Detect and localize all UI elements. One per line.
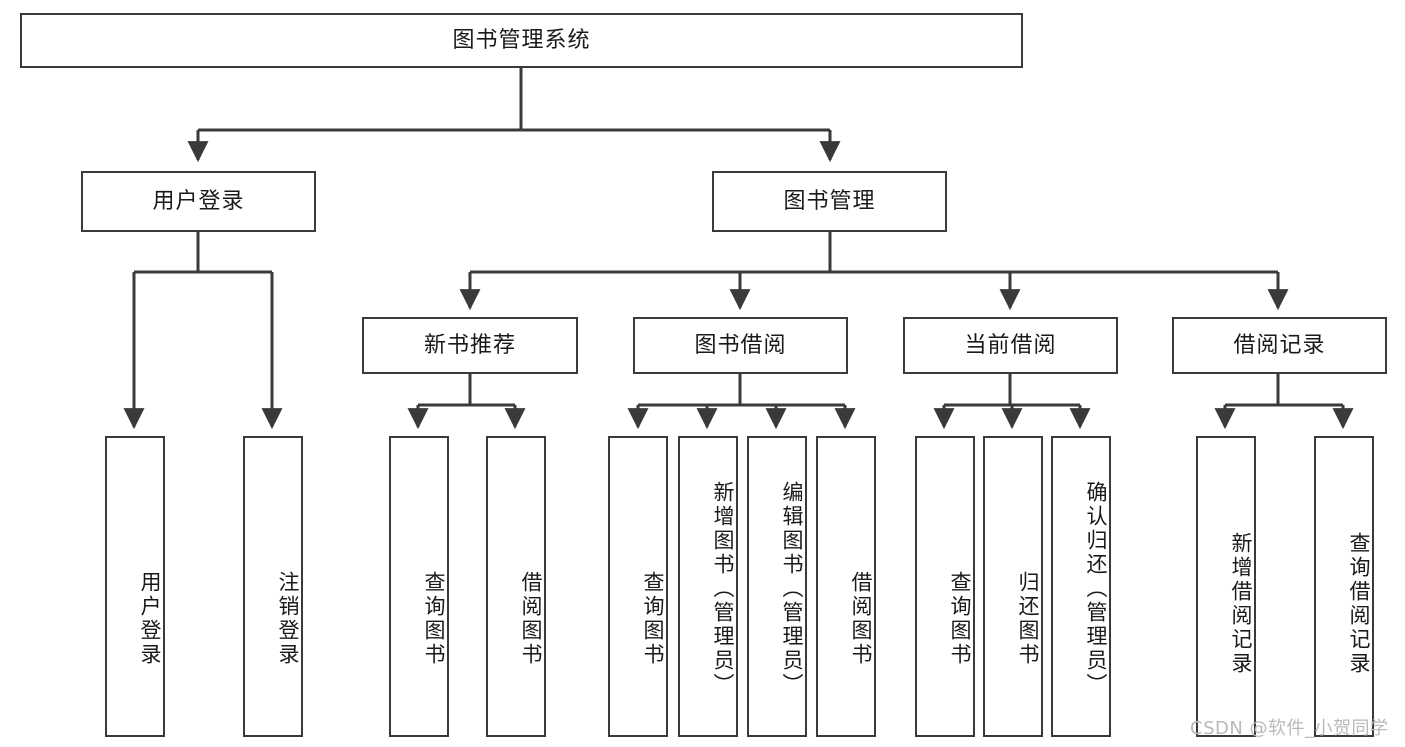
node-leaf-query-book-current[interactable]: 查询图书 [915, 436, 975, 737]
node-label: 当前借阅 [964, 332, 1057, 358]
node-leaf-logout[interactable]: 注销登录 [243, 436, 303, 737]
node-label: 用户登录 [138, 570, 162, 667]
node-label: 编辑图书（管理员） [780, 480, 804, 697]
node-label: 确认归还（管理员） [1084, 480, 1108, 697]
node-root-book-management-system[interactable]: 图书管理系统 [20, 13, 1023, 68]
node-leaf-edit-book[interactable]: 编辑图书（管理员） [747, 436, 807, 737]
node-label: 借阅记录 [1233, 332, 1326, 358]
node-label: 查询借阅记录 [1347, 531, 1371, 676]
node-current-borrow[interactable]: 当前借阅 [903, 317, 1118, 374]
node-label: 新书推荐 [423, 332, 516, 358]
node-label: 查询图书 [641, 570, 665, 667]
node-label: 查询图书 [422, 570, 446, 667]
node-borrow-record[interactable]: 借阅记录 [1172, 317, 1387, 374]
node-leaf-query-borrow-record[interactable]: 查询借阅记录 [1314, 436, 1374, 737]
node-user-login[interactable]: 用户登录 [81, 171, 316, 232]
node-leaf-query-book-borrow[interactable]: 查询图书 [608, 436, 668, 737]
node-leaf-user-login[interactable]: 用户登录 [105, 436, 165, 737]
node-leaf-return-book[interactable]: 归还图书 [983, 436, 1043, 737]
node-leaf-add-book[interactable]: 新增图书（管理员） [678, 436, 738, 737]
node-label: 用户登录 [152, 188, 245, 214]
node-label: 新增借阅记录 [1229, 531, 1253, 676]
node-book-borrow[interactable]: 图书借阅 [633, 317, 848, 374]
node-new-book-recommend[interactable]: 新书推荐 [362, 317, 578, 374]
node-leaf-borrow-book-recommend[interactable]: 借阅图书 [486, 436, 546, 737]
node-label: 新增图书（管理员） [711, 480, 735, 697]
node-label: 图书管理系统 [452, 27, 591, 53]
watermark: CSDN @软件_小贺同学 [1190, 718, 1389, 739]
node-label: 借阅图书 [849, 570, 873, 667]
node-label: 查询图书 [948, 570, 972, 667]
node-label: 注销登录 [276, 570, 300, 667]
node-leaf-borrow-book[interactable]: 借阅图书 [816, 436, 876, 737]
node-label: 借阅图书 [519, 570, 543, 667]
node-leaf-confirm-return[interactable]: 确认归还（管理员） [1051, 436, 1111, 737]
node-book-management[interactable]: 图书管理 [712, 171, 947, 232]
node-leaf-query-book-recommend[interactable]: 查询图书 [389, 436, 449, 737]
node-label: 图书管理 [783, 188, 876, 214]
node-label: 图书借阅 [694, 332, 787, 358]
node-leaf-add-borrow-record[interactable]: 新增借阅记录 [1196, 436, 1256, 737]
node-label: 归还图书 [1016, 570, 1040, 667]
